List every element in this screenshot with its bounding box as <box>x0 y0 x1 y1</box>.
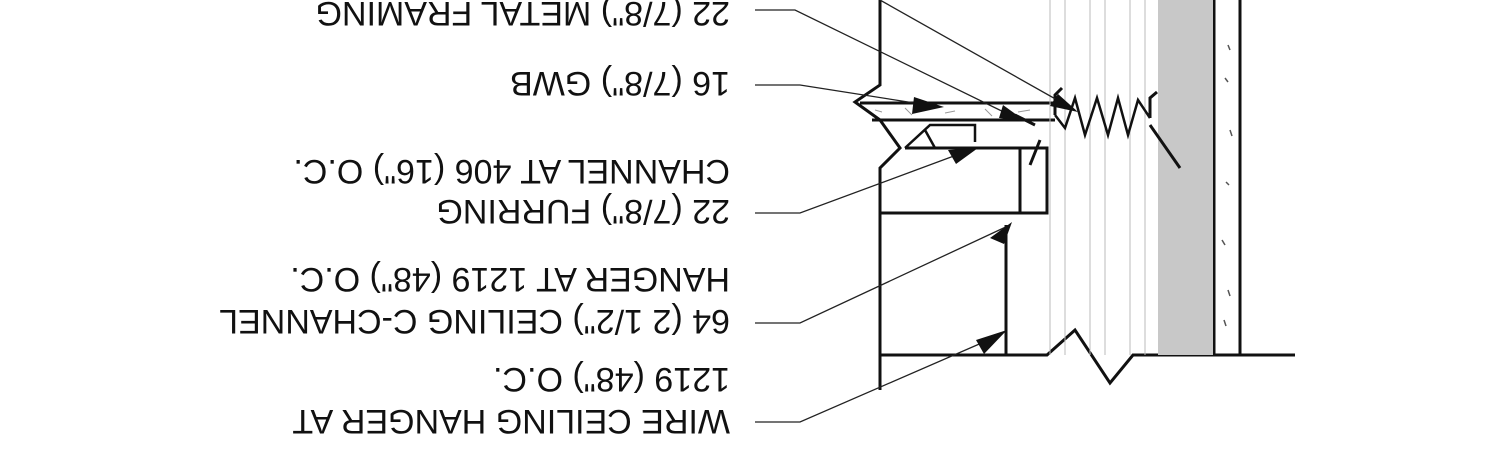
label-metal-framing-line-1: 22 (7/8") METAL FRAMING <box>316 0 730 32</box>
gwb-board-outline <box>860 101 1055 122</box>
label-gwb: 16 (7/8") GWB <box>510 64 730 102</box>
gwb-speckle <box>874 107 1031 117</box>
label-wire-line-2: 1219 (48") O.C. <box>493 360 730 398</box>
leader-gwb <box>755 84 941 108</box>
gray-hatch-band <box>1158 0 1213 355</box>
wall-right-edge <box>1212 0 1242 355</box>
leader-upper <box>879 0 1076 111</box>
label-furring-line-1: 22 (7/8") FURRING <box>436 192 730 230</box>
label-c-channel: 64 (2 1/2") CEILING C-CHANNEL HANGER AT … <box>219 260 730 340</box>
structure-linework <box>852 0 1295 390</box>
label-cchannel-line-2: HANGER AT 1219 (48") O.C. <box>290 260 730 298</box>
label-cchannel-line-1: 64 (2 1/2") CEILING C-CHANNEL <box>219 302 730 340</box>
spring-zigzag <box>1054 93 1152 140</box>
leader-lines <box>755 0 1076 423</box>
label-metal-framing: 22 (7/8") METAL FRAMING <box>316 0 730 32</box>
metal-studs <box>1049 0 1146 355</box>
arrowheads <box>912 94 1078 354</box>
leader-metal-framing <box>755 9 1021 121</box>
label-gwb-line-1: 16 (7/8") GWB <box>510 64 730 102</box>
leader-cchannel <box>755 224 1011 324</box>
leader-furring <box>755 149 971 214</box>
bottom-break-line <box>880 327 1295 386</box>
leader-wire <box>755 334 1001 423</box>
label-furring-line-2: CHANNEL AT 406 (16") O.C. <box>293 152 730 190</box>
clips-and-screws <box>1014 86 1182 169</box>
furring-channel-outline <box>880 146 1049 215</box>
concrete-speckle <box>1221 44 1233 327</box>
furring-channel-detail <box>904 123 977 150</box>
label-furring-channel: 22 (7/8") FURRING CHANNEL AT 406 (16") O… <box>293 152 730 230</box>
label-wire-line-1: WIRE CEILING HANGER AT <box>292 402 730 440</box>
label-wire-hanger: WIRE CEILING HANGER AT 1219 (48") O.C. <box>292 360 730 440</box>
